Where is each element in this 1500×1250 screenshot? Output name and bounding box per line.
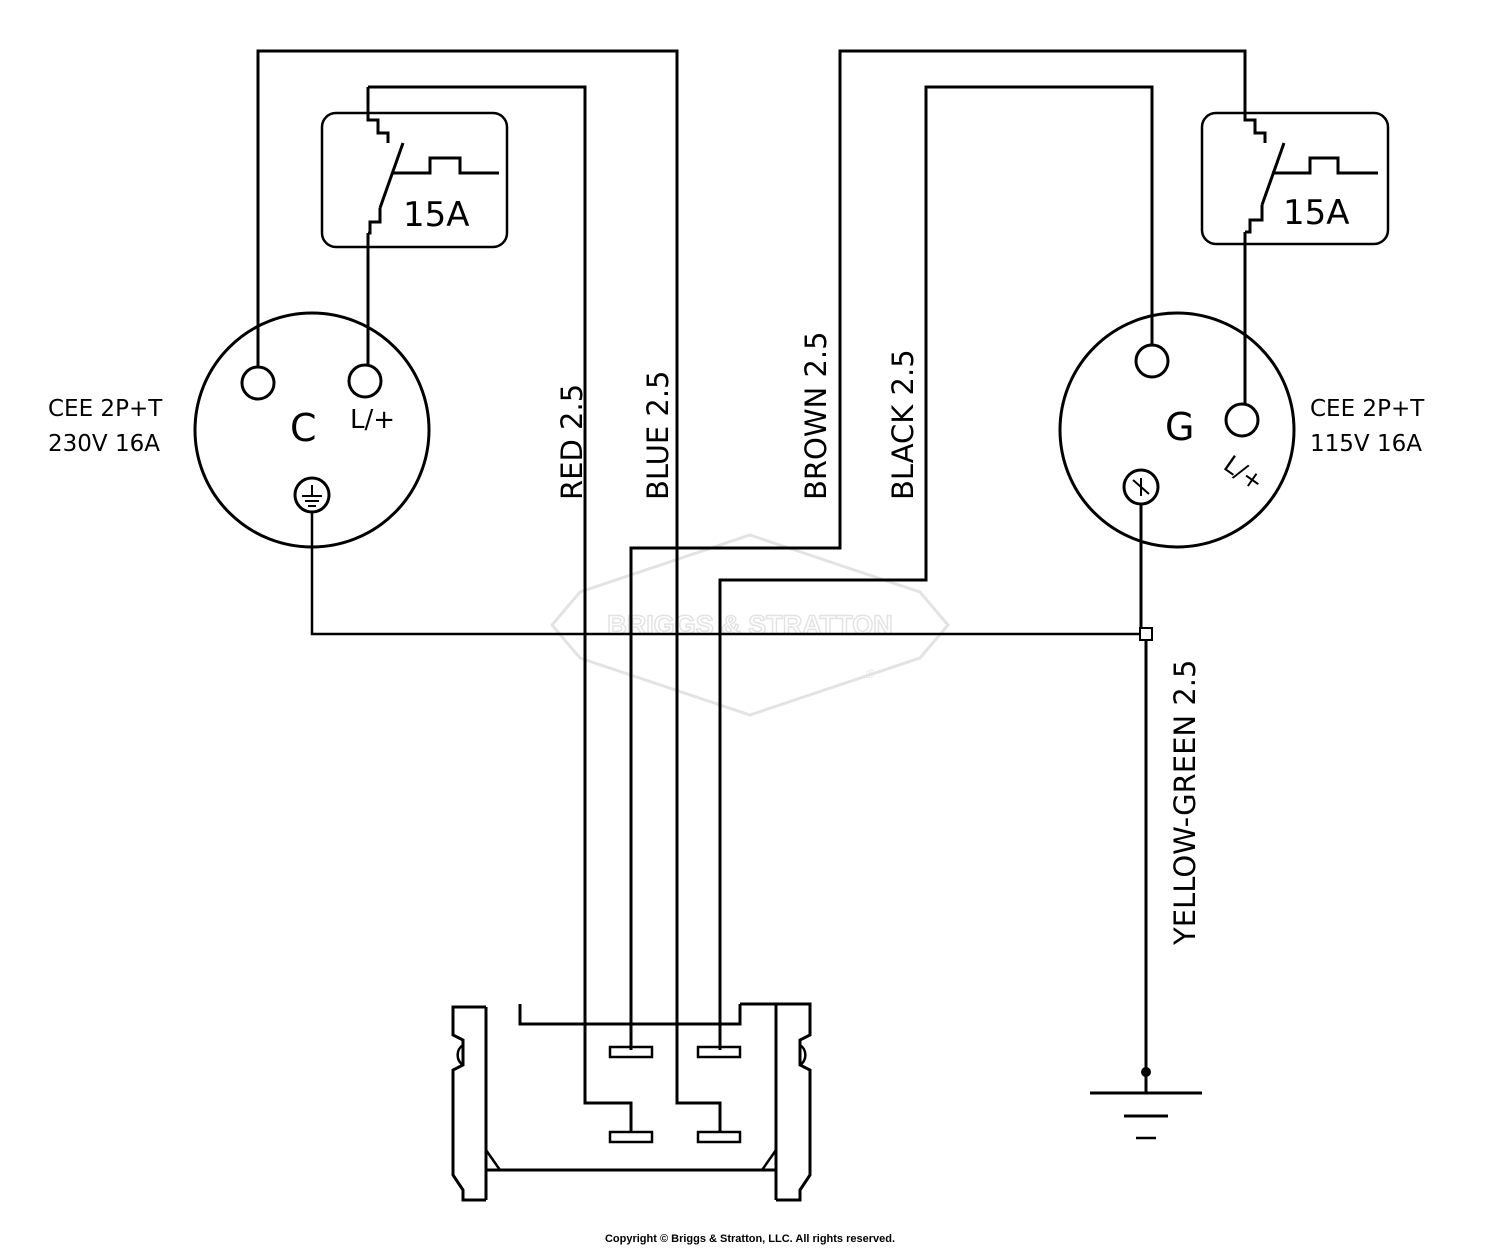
right-socket-spec-line2: 115V 16A <box>1310 431 1422 457</box>
right-breaker: 15A <box>1200 87 1390 246</box>
right-live-terminal-label: L/+ <box>1219 450 1269 497</box>
left-live-terminal-label: L/+ <box>350 405 395 435</box>
right-neutral-pin <box>1134 343 1170 379</box>
left-socket-spec-line2: 230V 16A <box>48 431 160 457</box>
blue-wire <box>256 49 722 1132</box>
terminal-spade <box>608 1045 654 1059</box>
red-wire-label: RED 2.5 <box>555 384 589 500</box>
right-breaker-rating: 15A <box>1283 193 1350 233</box>
earth-symbol-icon <box>302 485 322 507</box>
watermark-brand: BRIGGS & STRATTON <box>607 610 893 640</box>
brown-wire-label: BROWN 2.5 <box>799 331 833 500</box>
right-socket-spec-line1: CEE 2P+T <box>1310 396 1425 422</box>
blue-wire-label: BLUE 2.5 <box>641 371 675 501</box>
left-socket-spec-line1: CEE 2P+T <box>48 396 163 422</box>
black-wire-label: BLACK 2.5 <box>886 349 920 500</box>
left-breaker: 15A <box>320 87 509 249</box>
brown-wire <box>629 49 1247 1050</box>
chassis-ground-icon <box>1090 1067 1202 1140</box>
left-breaker-rating: 15A <box>403 195 470 235</box>
briggs-stratton-watermark: BRIGGS & STRATTON ® <box>550 533 950 717</box>
terminal-spade <box>696 1130 742 1144</box>
left-socket: C L/+ <box>193 311 431 549</box>
earth-symbol-icon <box>1132 478 1150 496</box>
watermark-registered-mark: ® <box>866 667 875 681</box>
ground-junction <box>1139 627 1153 641</box>
copyright-footer: Copyright © Briggs & Stratton, LLC. All … <box>605 1233 895 1245</box>
terminal-spade <box>696 1045 742 1059</box>
right-socket: G L/+ <box>1058 311 1296 549</box>
terminal-spade <box>608 1130 654 1144</box>
black-wire <box>718 85 1154 1050</box>
yellow-green-wire-label: YELLOW-GREEN 2.5 <box>1168 660 1202 946</box>
right-live-pin <box>1224 402 1260 438</box>
red-wire <box>368 85 633 1132</box>
ground-bond-wire <box>310 512 1146 636</box>
terminal-connector-block <box>451 1002 812 1202</box>
yellow-green-wire <box>1139 504 1148 1072</box>
right-socket-letter: G <box>1165 405 1194 449</box>
left-socket-letter: C <box>290 406 317 450</box>
left-neutral-pin <box>240 365 276 401</box>
left-live-pin <box>347 363 383 399</box>
